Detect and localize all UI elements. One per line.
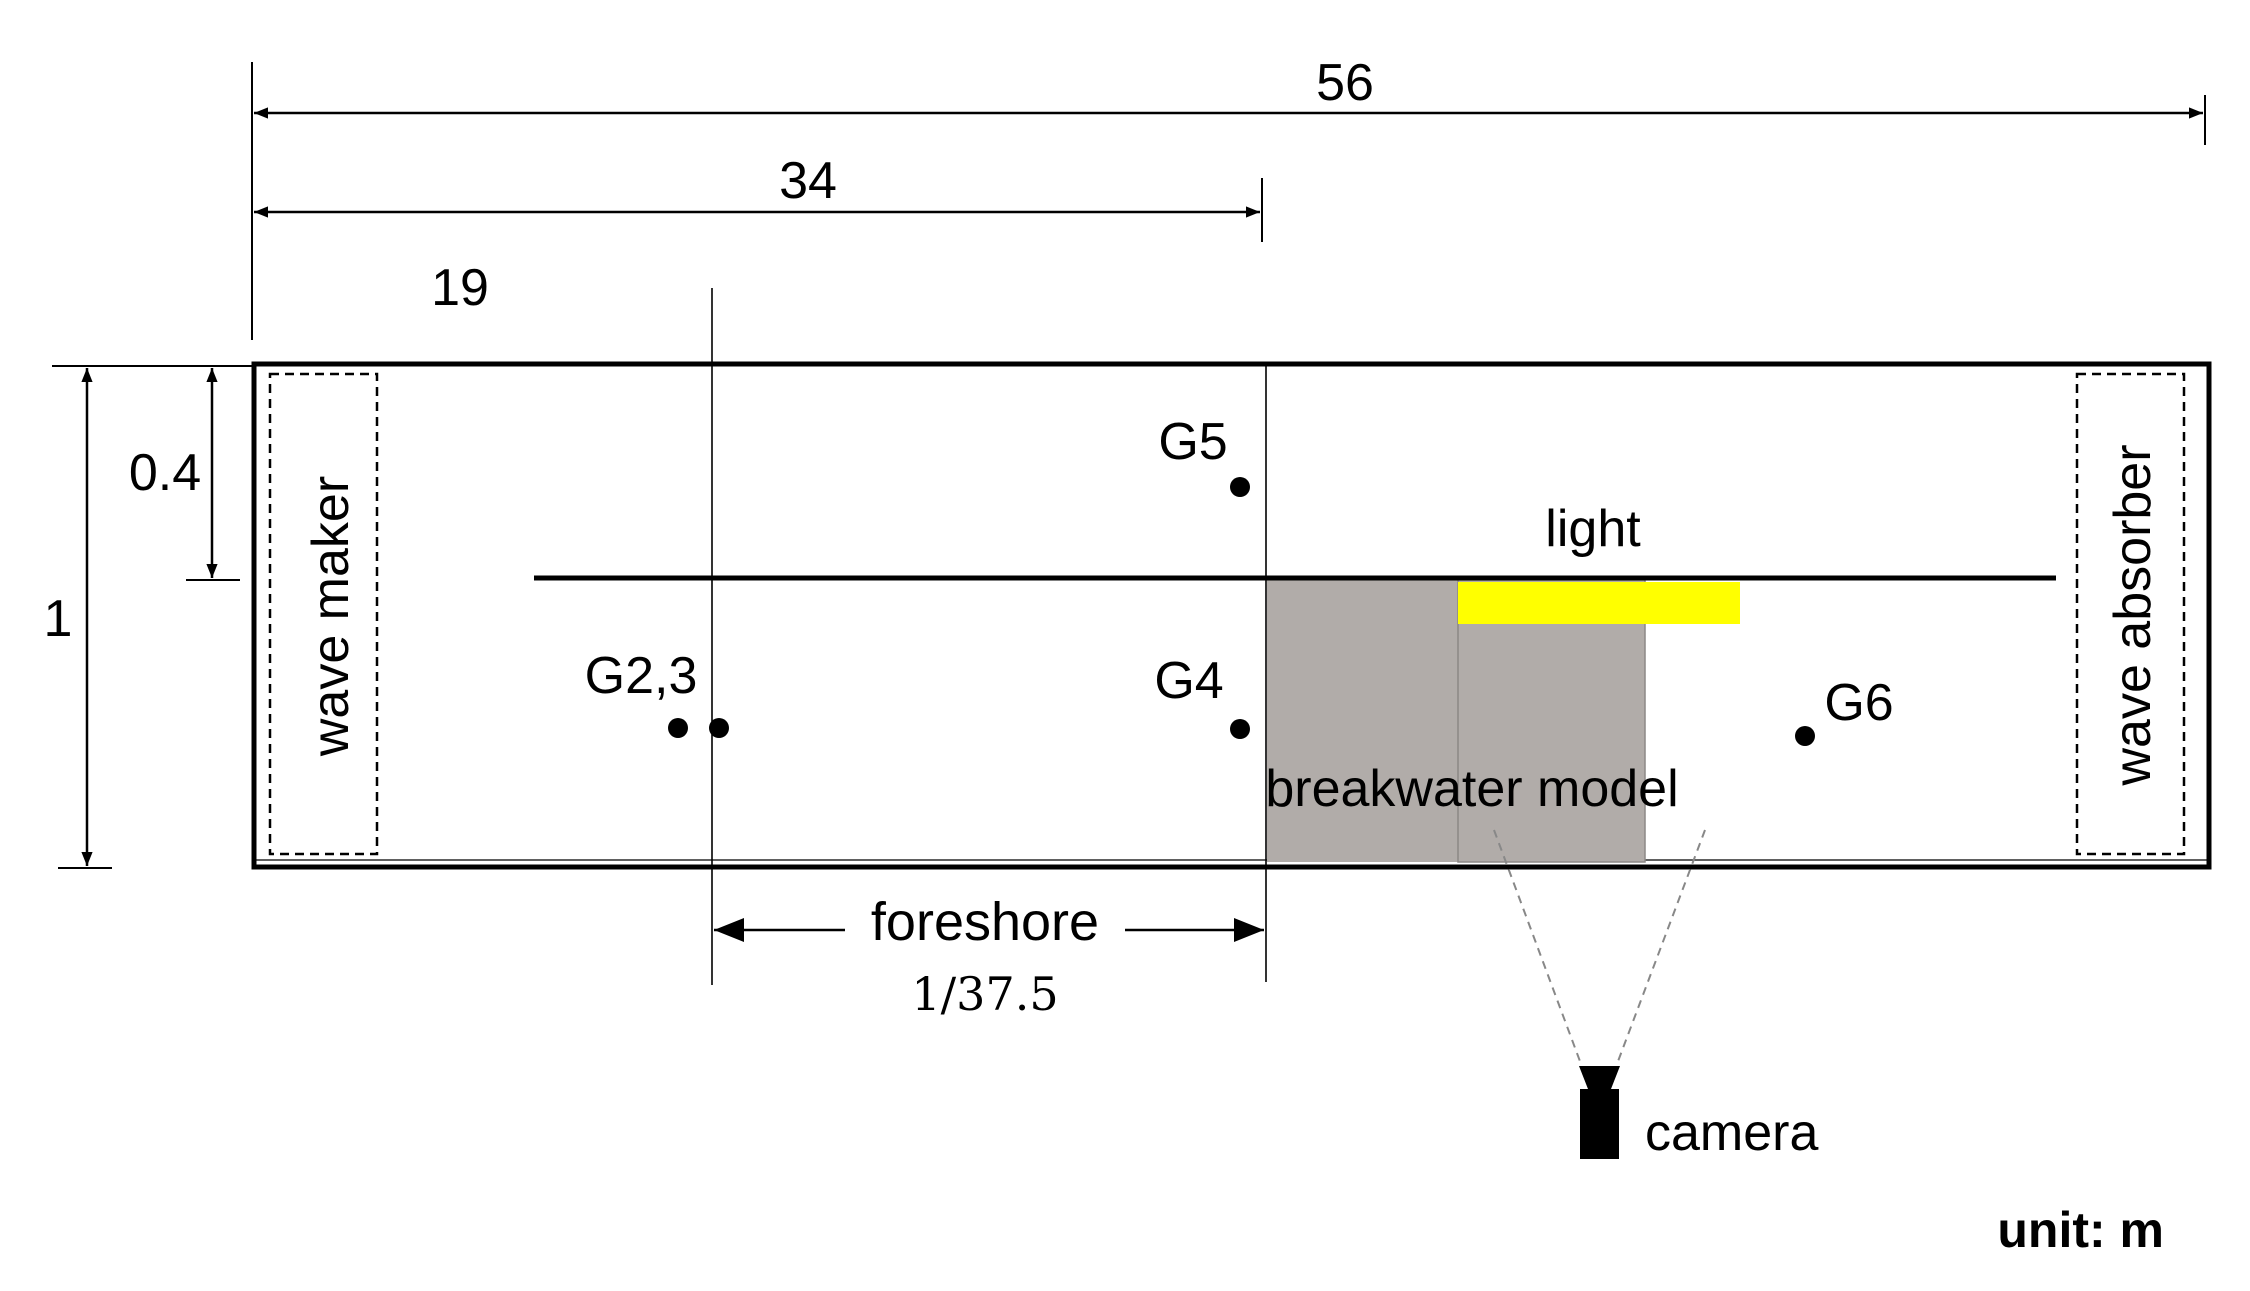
flume-outline [251, 361, 2212, 870]
wave-absorber: wave absorber [2075, 372, 2186, 856]
foreshore-label: foreshore [871, 892, 1099, 952]
wave-absorber-label: wave absorber [2104, 444, 2162, 786]
gauge-g4-dot [1230, 719, 1250, 739]
camera: camera [1579, 1066, 1818, 1162]
foreshore-slope-label: 1/37.5 [911, 967, 1058, 1021]
gauge-g5: G5 [1158, 413, 1250, 497]
total-length-label: 56 [1316, 54, 1374, 112]
breakwater-distance-label: 34 [779, 152, 837, 210]
dimension-breakwater-distance: 34 [254, 152, 1263, 242]
wave-maker: wave maker [268, 372, 379, 856]
breakwater-model: breakwater model [1265, 577, 1679, 863]
unit-label: unit: m [1997, 1202, 2164, 1258]
gauge-g4-label: G4 [1154, 652, 1223, 710]
gauge-g2-3-label: G2,3 [585, 647, 698, 705]
gauge-g4: G4 [1154, 652, 1250, 739]
dimension-flume-height: 1 [44, 365, 255, 869]
foreshore-start-label: 19 [431, 259, 489, 317]
gauge-g3-dot [709, 718, 729, 738]
gauge-g2-dot [668, 718, 688, 738]
dimension-water-depth: 0.4 [129, 368, 240, 581]
gauge-g2-3: G2,3 [585, 647, 729, 738]
gauge-g6-label: G6 [1824, 674, 1893, 732]
flume-height-label: 1 [44, 590, 73, 648]
dimension-foreshore-start: 19 [431, 259, 713, 985]
gauge-g6: G6 [1795, 674, 1894, 746]
camera-label: camera [1645, 1104, 1818, 1162]
water-depth-label: 0.4 [129, 444, 201, 502]
dimension-total-length: 56 [251, 54, 2206, 340]
gauge-g5-dot [1230, 477, 1250, 497]
gauge-g5-label: G5 [1158, 413, 1227, 471]
camera-icon [1579, 1066, 1620, 1159]
foreshore-dimension: foreshore 1/37.5 [714, 892, 1264, 1021]
light-label: light [1545, 500, 1641, 558]
wave-maker-label: wave maker [302, 476, 360, 757]
light: light [1458, 500, 1740, 624]
breakwater-label: breakwater model [1265, 760, 1678, 818]
gauge-g6-dot [1795, 726, 1815, 746]
